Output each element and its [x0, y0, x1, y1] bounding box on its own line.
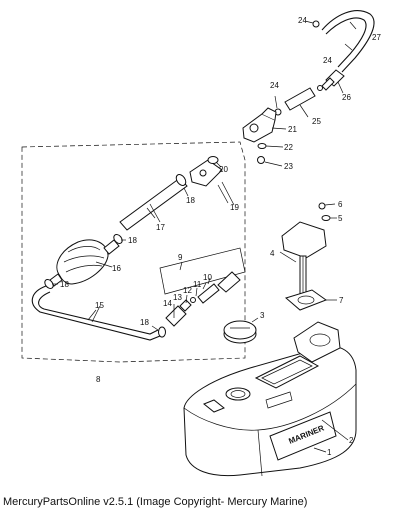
callout-labels: 24 27 24 26 24 25 21 22 23 20 19 18 17 1… — [60, 16, 381, 457]
callout-15: 15 — [95, 301, 104, 310]
hose-15 — [31, 285, 161, 341]
callout-16: 16 — [112, 264, 121, 273]
callout-5: 5 — [338, 214, 343, 223]
callout-1: 1 — [327, 448, 332, 457]
callout-23: 23 — [284, 162, 293, 171]
callout-6: 6 — [338, 200, 343, 209]
fuel-tank: MARINER — [183, 321, 357, 477]
callout-18-b: 18 — [128, 236, 137, 245]
dashed-assembly-outline — [21, 141, 246, 363]
callout-12: 12 — [183, 286, 192, 295]
callout-18-a: 18 — [186, 196, 195, 205]
callout-4: 4 — [270, 249, 275, 258]
callout-10: 10 — [203, 273, 212, 282]
connector-assembly-9 — [159, 247, 246, 327]
callout-11: 11 — [193, 280, 202, 289]
parts-diagram: MARINER 24 27 24 26 24 25 21 22 23 20 19… — [21, 10, 381, 477]
fitting-26 — [317, 69, 345, 94]
hose-25 — [284, 87, 316, 118]
clamp-18-b — [113, 234, 126, 244]
callout-21: 21 — [288, 125, 297, 134]
callout-7: 7 — [339, 296, 344, 305]
clamp-18-c — [44, 279, 58, 289]
callout-18-c: 18 — [60, 280, 69, 289]
gasket-7 — [284, 289, 337, 311]
callout-27: 27 — [372, 33, 381, 42]
callout-20: 20 — [219, 165, 228, 174]
callout-9: 9 — [178, 253, 183, 262]
callout-22: 22 — [284, 143, 293, 152]
clamp-24-top — [304, 20, 320, 28]
callout-8: 8 — [96, 375, 101, 384]
connector-19 — [189, 159, 223, 187]
callout-18-d: 18 — [140, 318, 149, 327]
hose-27 — [321, 10, 375, 73]
callout-17: 17 — [156, 223, 165, 232]
screw-6 — [318, 202, 336, 210]
clamp-18-a — [175, 174, 189, 197]
oring-20 — [207, 156, 222, 168]
oring-5 — [321, 215, 337, 221]
callout-26: 26 — [342, 93, 351, 102]
callout-25: 25 — [312, 117, 321, 126]
oring-22 — [257, 143, 284, 149]
pickup-assembly-4 — [279, 221, 327, 299]
callout-13: 13 — [173, 293, 182, 302]
image-caption: MercuryPartsOnline v2.5.1 (Image Copyrig… — [3, 496, 308, 508]
connector-21 — [242, 107, 287, 143]
callout-2: 2 — [349, 436, 354, 445]
cap-3 — [223, 317, 259, 344]
callout-24-c: 24 — [270, 81, 279, 90]
callout-24-a: 24 — [298, 16, 307, 25]
callout-14: 14 — [163, 299, 172, 308]
clamp-18-d — [151, 325, 166, 338]
callout-3: 3 — [260, 311, 265, 320]
screw-23 — [257, 156, 283, 167]
hose-17 — [119, 177, 188, 231]
callout-19: 19 — [230, 203, 239, 212]
callout-24-b: 24 — [323, 56, 332, 65]
